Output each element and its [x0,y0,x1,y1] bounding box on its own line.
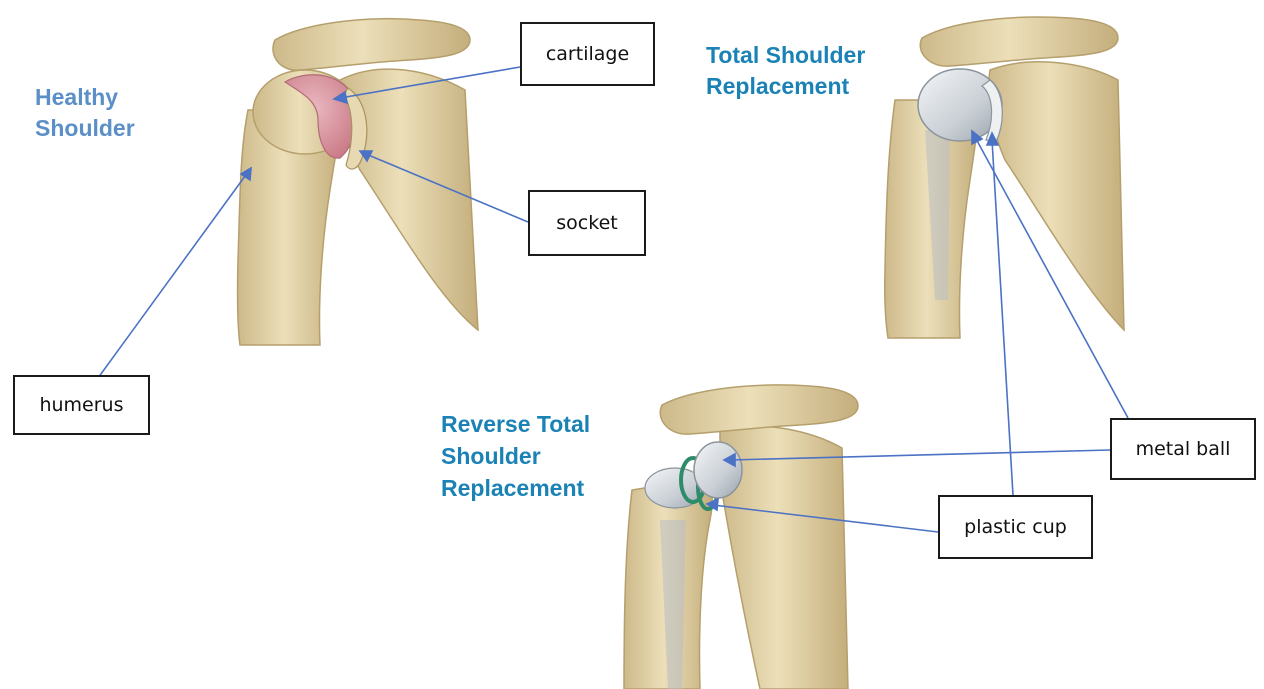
heading-total-line-1: Total Shoulder [706,40,865,71]
heading-healthy-line-2: Shoulder [35,113,135,144]
reverse-replacement-illustration [624,385,858,689]
leader-humerus [98,172,248,378]
label-humerus: humerus [13,375,150,435]
healthy-shoulder-illustration [238,19,478,345]
leader-plastic-cup-total [992,140,1013,495]
heading-reverse-line-2: Shoulder [441,440,590,472]
label-metal-ball: metal ball [1110,418,1256,480]
rtsr-metal-ball [694,442,742,498]
rtsr-clavicle-shape [660,385,858,434]
label-socket: socket [528,190,646,256]
heading-total-replacement: Total Shoulder Replacement [706,40,865,102]
total-replacement-illustration [885,17,1124,338]
heading-reverse-line-1: Reverse Total [441,408,590,440]
label-cartilage: cartilage [520,22,655,86]
tsr-scapula-shape [988,62,1124,330]
heading-reverse-replacement: Reverse Total Shoulder Replacement [441,408,590,504]
clavicle-shape [273,19,470,70]
tsr-clavicle-shape [920,17,1118,66]
heading-total-line-2: Replacement [706,71,865,102]
heading-healthy-line-1: Healthy [35,82,135,113]
heading-reverse-line-3: Replacement [441,472,590,504]
heading-healthy-shoulder: Healthy Shoulder [35,82,135,144]
label-plastic-cup: plastic cup [938,495,1093,559]
